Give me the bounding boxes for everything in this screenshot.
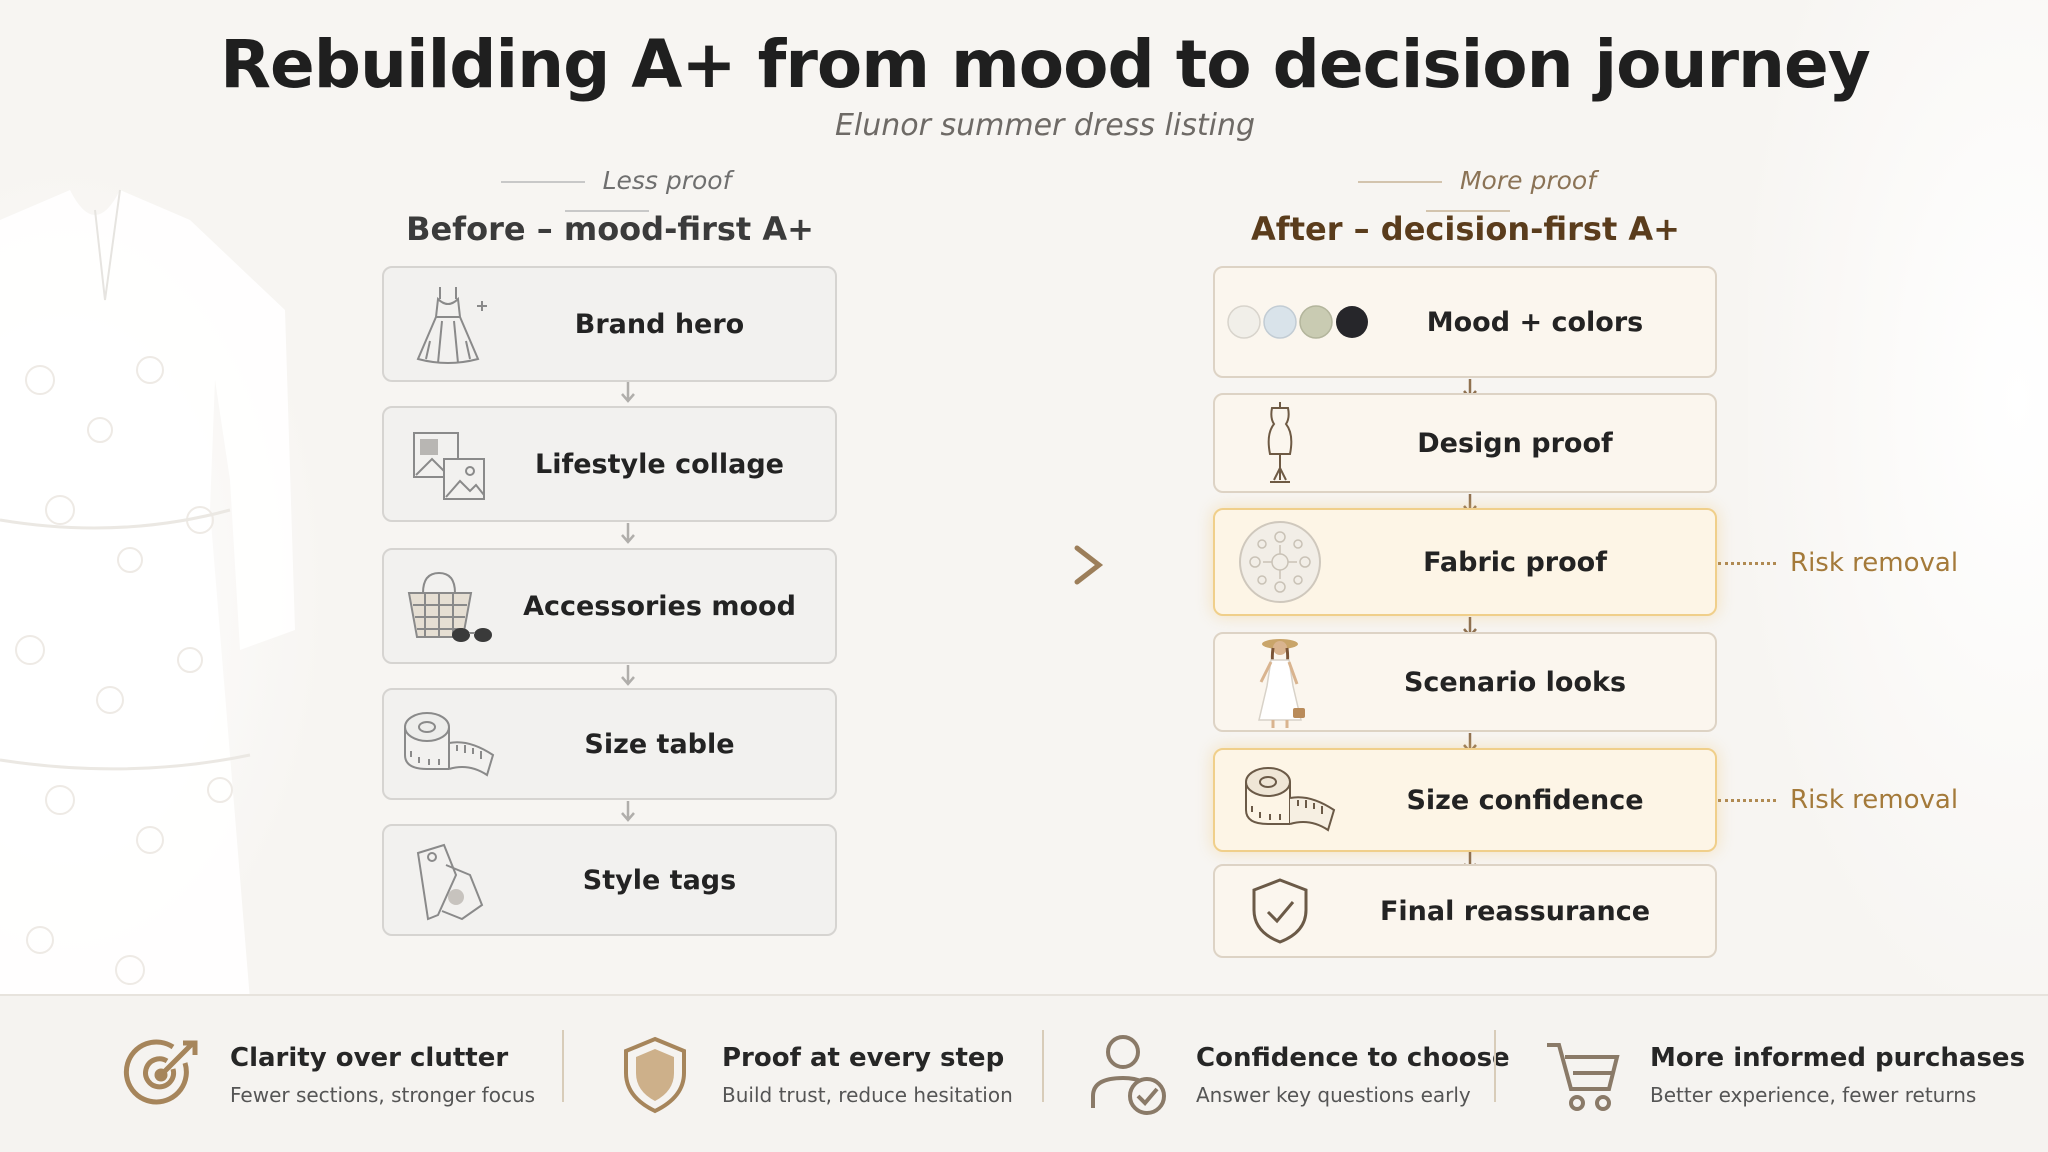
- after-card-label: Final reassurance: [1379, 895, 1651, 927]
- user-check-icon: [1086, 1032, 1172, 1118]
- dress-icon: [384, 268, 514, 380]
- benefit-title: More informed purchases: [1650, 1043, 2026, 1073]
- before-card-label: Accessories mood: [523, 590, 796, 622]
- before-card-lifestyle-collage: Lifestyle collage: [382, 406, 837, 522]
- tag-icon: [384, 826, 514, 934]
- divider: [1494, 1030, 1496, 1102]
- before-card-label: Size table: [584, 728, 735, 760]
- tape-measure-icon: [384, 690, 514, 798]
- connector-arrow: [621, 382, 635, 403]
- benefit-title: Proof at every step: [722, 1043, 1005, 1073]
- benefit-text: Clarity over clutter Fewer sections, str…: [230, 1043, 535, 1107]
- color-swatches-icon: [1215, 268, 1385, 376]
- benefit-subtitle: Answer key questions early: [1196, 1083, 1471, 1107]
- divider: [1042, 1030, 1044, 1102]
- benefit-text: More informed purchases Better experienc…: [1650, 1043, 2025, 1107]
- before-heading: Before – mood-first A+: [406, 210, 814, 248]
- benefit-subtitle: Build trust, reduce hesitation: [722, 1083, 1013, 1107]
- before-card-label: Brand hero: [574, 308, 745, 340]
- tape-measure-icon: [1215, 750, 1365, 850]
- divider: [562, 1030, 564, 1102]
- after-card-label: Design proof: [1417, 427, 1613, 459]
- risk-removal-note: Risk removal: [1718, 548, 1958, 578]
- image-collage-icon: [384, 408, 514, 520]
- before-card-label: Style tags: [582, 864, 737, 896]
- benefit-subtitle: Fewer sections, stronger focus: [230, 1083, 536, 1107]
- background-right: [1748, 0, 2048, 1000]
- model-woman-icon: [1215, 634, 1345, 730]
- after-card-label: Fabric proof: [1423, 546, 1607, 578]
- before-card-style-tags: Style tags: [382, 824, 837, 936]
- basket-sunglasses-icon: [384, 550, 514, 662]
- target-icon: [120, 1032, 206, 1118]
- benefit-clarity: Clarity over clutter Fewer sections, str…: [120, 996, 535, 1152]
- dotted-leader: [1718, 561, 1776, 565]
- shield-check-icon: [1215, 866, 1345, 956]
- mannequin-icon: [1215, 395, 1345, 491]
- before-card-brand-hero: Brand hero: [382, 266, 837, 382]
- risk-removal-label: Risk removal: [1790, 548, 1959, 578]
- fabric-swatch-icon: [1215, 510, 1345, 614]
- page-title: Rebuilding A+ from mood to decision jour…: [220, 26, 1871, 103]
- benefit-proof: Proof at every step Build trust, reduce …: [612, 996, 1013, 1152]
- after-card-label: Mood + colors: [1426, 306, 1644, 338]
- risk-removal-label: Risk removal: [1790, 785, 1959, 815]
- caption-rule: [1426, 210, 1510, 212]
- benefit-confidence: Confidence to choose Answer key question…: [1086, 996, 1510, 1152]
- after-heading: After – decision-first A+: [1251, 210, 1680, 248]
- connector-arrow: [621, 801, 635, 822]
- dotted-leader: [1718, 798, 1776, 802]
- caption-rule: [1357, 181, 1442, 183]
- benefit-text: Proof at every step Build trust, reduce …: [722, 1043, 1013, 1107]
- dress-photo-backdrop: [0, 189, 295, 1000]
- before-card-accessories-mood: Accessories mood: [382, 548, 837, 664]
- connector-arrow: [621, 665, 635, 686]
- benefit-subtitle: Better experience, fewer returns: [1650, 1083, 1977, 1107]
- benefit-text: Confidence to choose Answer key question…: [1196, 1043, 1510, 1107]
- before-card-size-table: Size table: [382, 688, 837, 800]
- after-card-design-proof: Design proof: [1213, 393, 1717, 493]
- benefit-title: Clarity over clutter: [230, 1043, 509, 1073]
- before-caption: Less proof: [444, 166, 770, 224]
- cart-icon: [1540, 1032, 1626, 1118]
- before-caption-text: Less proof: [602, 166, 732, 195]
- before-card-label: Lifestyle collage: [535, 448, 784, 480]
- after-caption: More proof: [1305, 166, 1631, 224]
- after-card-mood-colors: Mood + colors: [1213, 266, 1717, 378]
- risk-removal-note: Risk removal: [1718, 785, 1958, 815]
- after-card-label: Size confidence: [1406, 784, 1644, 816]
- connector-arrow: [621, 523, 635, 544]
- after-caption-text: More proof: [1459, 166, 1596, 195]
- after-card-final-reassurance: Final reassurance: [1213, 864, 1717, 958]
- benefits-bar: Clarity over clutter Fewer sections, str…: [0, 994, 2048, 1152]
- after-card-fabric-proof: Fabric proof: [1213, 508, 1717, 616]
- page-subtitle: Elunor summer dress listing: [834, 108, 1256, 143]
- after-card-scenario-looks: Scenario looks: [1213, 632, 1717, 732]
- benefit-informed-purchases: More informed purchases Better experienc…: [1540, 996, 2025, 1152]
- benefit-title: Confidence to choose: [1196, 1043, 1510, 1073]
- transform-arrow: [905, 545, 1104, 585]
- after-card-label: Scenario looks: [1403, 666, 1627, 698]
- shield-icon: [612, 1032, 698, 1118]
- after-card-size-confidence: Size confidence: [1213, 748, 1717, 852]
- caption-rule: [500, 181, 585, 183]
- caption-rule: [565, 210, 649, 212]
